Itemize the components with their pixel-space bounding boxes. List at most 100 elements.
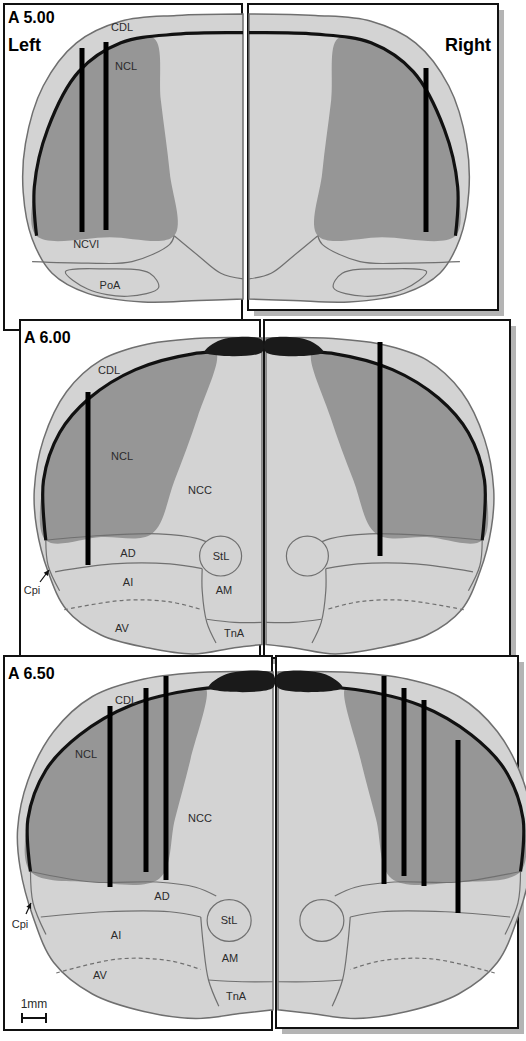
region-label: AM — [216, 585, 233, 596]
section-panel — [4, 656, 526, 1034]
region-label: TnA — [224, 628, 244, 639]
electrode-track — [402, 688, 407, 876]
electrode-track — [104, 42, 109, 230]
region-label: CDL — [98, 365, 120, 376]
region-boundary — [46, 540, 60, 591]
hemisphere-outline — [23, 14, 243, 302]
region-boundary — [30, 872, 45, 935]
dark-cap — [276, 671, 343, 693]
region-label: Cpi — [12, 919, 29, 930]
hemisphere-outline — [266, 338, 494, 654]
region-boundary — [312, 534, 482, 547]
region-boundary — [326, 600, 464, 610]
panel-frame — [264, 320, 510, 658]
region-label: AI — [123, 577, 133, 588]
ncl-region — [40, 350, 217, 543]
ncl-region — [311, 350, 488, 543]
dark-cap — [204, 337, 264, 356]
region-outline — [65, 269, 159, 297]
region-boundary — [41, 911, 201, 917]
region-boundary — [312, 569, 326, 643]
lamina-line — [278, 686, 524, 872]
region-label: PoA — [100, 280, 121, 291]
ncl-region — [31, 36, 178, 241]
region-boundary — [207, 619, 262, 622]
region-boundary — [46, 534, 216, 547]
region-label: NCVl — [73, 239, 99, 250]
leader-line — [26, 903, 31, 914]
electrode-track — [108, 706, 113, 887]
section-panel — [4, 4, 504, 330]
electrode-track — [86, 392, 91, 565]
region-boundary — [55, 563, 202, 572]
region-label: StL — [213, 551, 230, 562]
region-boundary — [249, 236, 318, 279]
region-boundary — [350, 911, 510, 917]
region-boundary — [202, 569, 216, 643]
region-label: CDL — [111, 22, 133, 33]
stl-outline — [207, 900, 251, 942]
region-label: StL — [221, 915, 238, 926]
region-label: AV — [93, 970, 107, 981]
region-boundary — [174, 236, 243, 279]
region-boundary — [64, 600, 202, 610]
dark-cap — [208, 671, 275, 693]
scale-bar-tick — [45, 1013, 47, 1023]
electrode-track — [456, 740, 461, 913]
lamina-line — [34, 33, 243, 236]
region-boundary — [505, 872, 520, 935]
region-label: AV — [115, 623, 129, 634]
dark-cap — [264, 337, 324, 356]
leader-line — [40, 570, 49, 582]
lamina-line — [266, 351, 485, 541]
stl-outline — [200, 536, 242, 576]
lamina-line — [249, 33, 458, 236]
panel-frame — [248, 4, 498, 310]
scale-bar — [22, 1013, 46, 1023]
ncl-region — [25, 688, 207, 885]
right-hemisphere — [276, 671, 526, 1019]
scale-bar-line — [22, 1017, 46, 1019]
electrode-track — [164, 676, 169, 880]
region-boundary — [335, 872, 521, 897]
panel-frame — [4, 656, 272, 1030]
region-boundary — [32, 236, 174, 264]
region-label: NCC — [188, 813, 212, 824]
region-label: Cpi — [24, 585, 41, 596]
side-label: Right — [445, 36, 491, 54]
hemisphere-outline — [17, 671, 273, 1018]
leader-arrowhead — [26, 903, 31, 909]
left-hemisphere — [17, 671, 275, 1019]
region-boundary — [350, 958, 494, 973]
region-boundary — [56, 958, 200, 973]
region-boundary — [30, 872, 216, 897]
section-label: A 6.00 — [24, 330, 71, 346]
side-label: Left — [8, 36, 41, 54]
ncl-region — [344, 688, 526, 885]
region-label: NCL — [75, 749, 97, 760]
region-label: AD — [154, 891, 169, 902]
region-boundary — [318, 236, 460, 264]
region-label: AI — [111, 930, 121, 941]
region-boundary — [266, 619, 321, 622]
electrode-track — [382, 676, 387, 884]
section-panel — [20, 320, 516, 666]
region-outline — [333, 269, 427, 297]
section-label: A 5.00 — [8, 10, 55, 26]
region-label: NCC — [188, 485, 212, 496]
region-label: AD — [120, 548, 135, 559]
lamina-line — [27, 686, 273, 872]
left-hemisphere — [34, 337, 264, 654]
region-boundary — [326, 563, 473, 572]
hemisphere-outline — [249, 14, 469, 302]
ncl-region — [314, 36, 461, 241]
stl-outline — [300, 900, 344, 942]
region-label: NCL — [111, 451, 133, 462]
stl-outline — [286, 536, 328, 576]
scale-bar-tick — [21, 1013, 23, 1023]
region-label: TnA — [226, 991, 246, 1002]
scale-label: 1mm — [21, 998, 48, 1010]
region-boundary — [468, 540, 482, 591]
